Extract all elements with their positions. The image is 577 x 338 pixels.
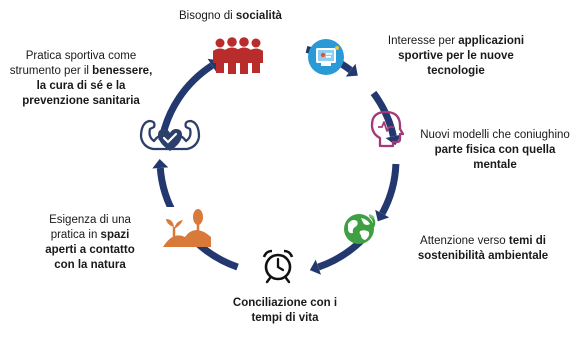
node-label-benessere: Pratica sportiva come strumento per il b… — [9, 50, 153, 107]
node-label-sostenibilita: Attenzione verso temi di sostenibilità a… — [417, 235, 549, 262]
people-group-icon — [213, 37, 263, 74]
nature-plants-icon — [161, 207, 213, 247]
node-label-natura: Esigenza di una pratica in spazi aperti … — [45, 214, 135, 271]
cycle-arrow-body — [379, 163, 400, 216]
node-label-tempi: Conciliazione con i tempi di vita — [232, 297, 338, 324]
cycle-arrow-head — [152, 159, 169, 169]
alarm-clock-icon — [262, 249, 294, 284]
head-heartbeat-icon — [370, 110, 405, 148]
cycle-arrow-body — [158, 62, 214, 141]
cycle-arrow-head — [309, 259, 321, 275]
cycle-arrow-head — [385, 134, 402, 146]
cycle-arrow-body — [370, 90, 397, 138]
cycle-arrow-head — [345, 63, 358, 77]
node-label-socialita: Bisogno di socialità — [179, 10, 282, 22]
node-label-tecnologie: Interesse per applicazioni sportive per … — [387, 35, 525, 77]
sports-tech-tablet-icon — [308, 39, 344, 75]
muscle-arms-heart-icon — [139, 119, 201, 151]
cycle-arrow-head — [375, 209, 390, 222]
green-globe-icon — [344, 214, 376, 244]
node-label-mentale: Nuovi modelli che coniughino parte fisic… — [420, 129, 570, 171]
